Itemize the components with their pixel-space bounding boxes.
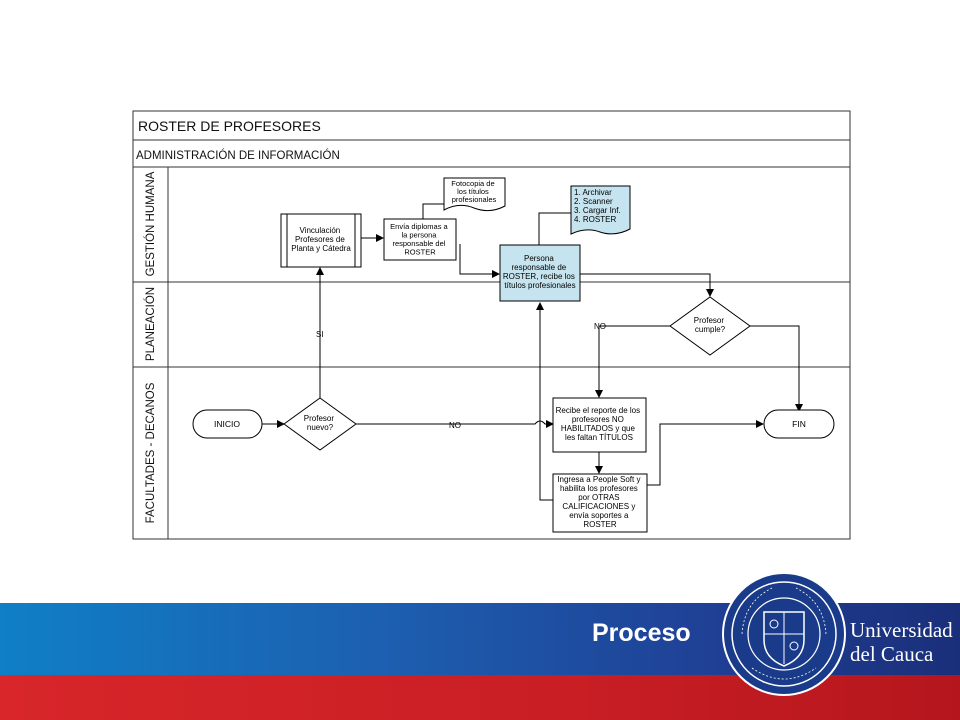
persona-line: responsable de [512, 263, 567, 272]
persona-line: Persona [524, 254, 554, 263]
lane-label-planeacion: PLANEACIÓN [144, 287, 157, 361]
diagram-title: ROSTER DE PROFESORES [138, 118, 321, 134]
cumple-line: Profesor [694, 316, 725, 325]
recibe-reporte-box: Recibe el reporte de los profesores NO H… [552, 397, 647, 453]
persona-line: títulos profesionales [504, 281, 575, 290]
svg-text:Vinculación Profesores d: Vinculación Profesores de Planta y Cáted… [291, 226, 351, 253]
inicio-label: INICIO [214, 419, 240, 429]
ingresa-line: ROSTER [583, 520, 617, 529]
persona-line: ROSTER, recibe los [503, 272, 575, 281]
lane-label-facultades: FACULTADES - DECANOS [145, 382, 157, 523]
recibe-line: Recibe el reporte de los [556, 406, 641, 415]
footer-title: Proceso [592, 619, 691, 647]
checklist-line: 2. Scanner [574, 197, 613, 206]
fin-label: FIN [792, 419, 806, 429]
checklist-line: 4. ROSTER [574, 215, 616, 224]
persona-responsable-box: Persona responsable de ROSTER, recibe lo… [499, 244, 581, 302]
diagram-subtitle: ADMINISTRACIÓN DE INFORMACIÓN [136, 149, 340, 162]
vinculacion-subprocess: Vinculación Profesores de Planta y Cáted… [280, 213, 362, 268]
svg-text:Profesor nuevo?: Profesor nuevo? [304, 414, 336, 432]
ingresa-line: CALIFICACIONES y [562, 502, 635, 511]
edge-label-si: SI [316, 330, 324, 339]
fin-terminator: FIN [763, 409, 835, 439]
fotocopia-line: Fotocopia de [451, 179, 494, 188]
envia-diplomas-box: Envía diplomas a la persona responsable … [383, 218, 457, 261]
recibe-line: profesores NO [572, 415, 624, 424]
envia-line: Envía diplomas a [390, 222, 448, 231]
checklist-line: 3. Cargar Inf. [574, 206, 621, 215]
lane-label-gestion-humana: GESTIÓN HUMANA [144, 171, 157, 276]
inicio-terminator: INICIO [192, 409, 263, 439]
process-flowchart: ROSTER DE PROFESORES ADMINISTRACIÓN DE I… [132, 110, 851, 540]
svg-text:Profesor cumple?: Profesor cumple? [694, 316, 726, 334]
ingresa-line: envía soportes a [569, 511, 629, 520]
ingresa-line: Ingresa a People Soft y [557, 475, 640, 484]
svg-text:Ingresa a People Soft y: Ingresa a People Soft y habilita los pro… [557, 475, 642, 529]
envia-line: ROSTER [404, 248, 436, 257]
svg-text:Fotocopia de los títulos: Fotocopia de los títulos profesionales [451, 179, 496, 204]
svg-text:1. Archivar 2. Scanner: 1. Archivar 2. Scanner 3. Cargar Inf. 4.… [574, 188, 623, 224]
nuevo-line: nuevo? [307, 423, 334, 432]
swimlane-frame [132, 110, 851, 540]
edge-label-no-nuevo: NO [449, 421, 461, 430]
university-name: Universidad del Cauca [850, 618, 953, 666]
vinculacion-line: Planta y Cátedra [291, 244, 351, 253]
svg-text:Envía diplomas a la pers: Envía diplomas a la persona responsable … [390, 222, 450, 257]
profesor-cumple-decision: Profesor cumple? [669, 296, 751, 356]
recibe-line: les faltan TÍTULOS [565, 433, 633, 442]
fotocopia-line: los títulos [457, 187, 489, 196]
svg-text:Recibe el reporte de los: Recibe el reporte de los profesores NO H… [556, 406, 643, 442]
university-name-line1: Universidad [850, 618, 953, 642]
fotocopia-line: profesionales [452, 195, 497, 204]
vinculacion-line: Profesores de [295, 235, 345, 244]
fotocopia-document: Fotocopia de los títulos profesionales [443, 177, 506, 212]
checklist-line: 1. Archivar [574, 188, 612, 197]
university-seal-logo [722, 572, 846, 696]
envia-line: la persona [401, 231, 437, 240]
envia-line: responsable del [392, 239, 445, 248]
ingresa-people-soft-box: Ingresa a People Soft y habilita los pro… [552, 473, 648, 533]
vinculacion-line: Vinculación [299, 226, 340, 235]
recibe-line: HABILITADOS y que [561, 424, 636, 433]
checklist-document: 1. Archivar 2. Scanner 3. Cargar Inf. 4.… [570, 185, 631, 235]
flow-connectors [262, 203, 803, 501]
edge-label-no-cumple: NO [594, 322, 606, 331]
cumple-line: cumple? [695, 325, 726, 334]
ingresa-line: habilita los profesores [560, 484, 638, 493]
university-name-line2: del Cauca [850, 642, 934, 666]
profesor-nuevo-decision: Profesor nuevo? [283, 397, 357, 451]
nuevo-line: Profesor [304, 414, 335, 423]
ingresa-line: por OTRAS [578, 493, 619, 502]
svg-text:Persona responsable de: Persona responsable de ROSTER, recibe lo… [503, 254, 577, 290]
